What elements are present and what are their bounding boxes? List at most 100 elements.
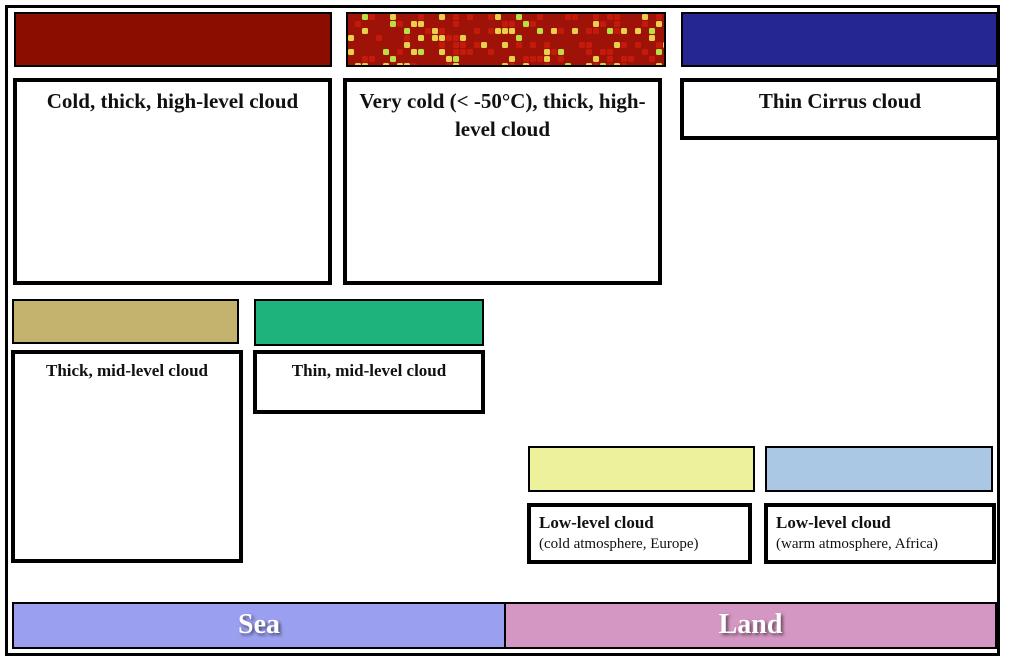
speckle-pixel [453,21,459,27]
speckle-pixel [579,42,585,48]
speckle-pixel [607,63,613,65]
surface-land: Land [504,602,997,649]
label-sea: Sea [238,609,280,640]
speckle-pixel [516,42,522,48]
speckle-pixel [362,63,368,65]
swatch-thin-mid [254,299,484,346]
speckle-pixel [474,42,480,48]
speckle-pixel [411,63,417,65]
speckle-pixel [642,21,648,27]
speckle-pixel [551,49,557,55]
speckle-pixel [572,14,578,20]
speckle-pixel [649,28,655,34]
speckle-pixel [418,49,424,55]
speckle-pixel [390,56,396,62]
speckle-pixel [607,49,613,55]
speckle-pixel [558,49,564,55]
speckle-pixel [355,21,361,27]
speckle-pixel [488,28,494,34]
speckle-pixel [593,28,599,34]
speckle-pixel [383,49,389,55]
speckle-pixel [551,28,557,34]
label-box-thin-cirrus: Thin Cirrus cloud [680,78,1000,140]
swatch-cold-thick-high [14,12,332,67]
speckle-pixel [635,42,641,48]
speckle-pixel [656,49,662,55]
speckle-pixel [376,35,382,41]
label-thick-mid: Thick, mid-level cloud [46,361,208,380]
swatch-thin-cirrus [681,12,998,67]
speckle-pixel [411,49,417,55]
speckle-pixel [453,63,459,65]
speckle-pixel [593,56,599,62]
speckle-pixel [362,28,368,34]
speckle-pixel [516,14,522,20]
speckle-pixel [439,49,445,55]
swatch-low-warm [765,446,993,492]
speckle-pixel [460,42,466,48]
speckle-pixel [453,35,459,41]
speckle-pixel [502,42,508,48]
label-thin-mid: Thin, mid-level cloud [291,361,447,380]
speckle-pixel [607,28,613,34]
speckle-pixel [600,63,606,65]
speckle-pixel [509,21,515,27]
label-box-low-warm: Low-level cloud (warm atmosphere, Africa… [764,503,996,564]
speckle-pixel [397,63,403,65]
label-cold-thick-high: Cold, thick, high-level cloud [46,89,299,113]
speckle-pixel [593,14,599,20]
speckle-pixel [446,35,452,41]
speckle-pixel [474,28,480,34]
speckle-pixel [600,49,606,55]
label-land: Land [718,609,783,640]
label-box-thin-mid: Thin, mid-level cloud [253,350,485,414]
speckle-pixel [348,35,354,41]
speckle-pixel [614,42,620,48]
speckle-pixel [565,63,571,65]
speckle-pixel [362,56,368,62]
label-thin-cirrus: Thin Cirrus cloud [758,89,922,113]
speckle-pixel [558,28,564,34]
speckle-pixel [397,21,403,27]
label-low-cold: Low-level cloud [539,513,654,532]
speckle-pixel [418,35,424,41]
speckle-pixel [621,28,627,34]
speckle-pixel [460,35,466,41]
speckle-pixel [495,14,501,20]
speckle-pixel [502,21,508,27]
speckle-pixel [425,28,431,34]
speckle-pixel [488,14,494,20]
speckle-pixel [656,14,662,20]
speckle-pixel [467,49,473,55]
speckle-pixel [509,56,515,62]
speckle-pixel [544,63,550,65]
speckle-pixel [649,35,655,41]
speckle-pixel [656,63,662,65]
speckle-pixel [586,42,592,48]
speckle-pixel [649,56,655,62]
label-box-very-cold-thick-high: Very cold (< -50°C), thick, high-level c… [343,78,662,285]
speckle-pixel [530,56,536,62]
surface-sea: Sea [12,602,506,649]
speckle-pixel [411,21,417,27]
speckle-pixel [607,14,613,20]
speckle-pixel [586,28,592,34]
speckle-pixel [432,28,438,34]
speckle-pixel [614,28,620,34]
label-box-thick-mid: Thick, mid-level cloud [11,350,243,563]
speckle-pixel [439,28,445,34]
speckle-pixel [656,21,662,27]
speckle-pixel [600,21,606,27]
speckle-pixel [663,42,664,48]
sublabel-low-cold: (cold atmosphere, Europe) [539,536,699,552]
swatch-very-cold-thick-high [346,12,666,67]
speckle-pixel [593,63,599,65]
speckle-pixel [614,63,620,65]
speckle-pixel [544,49,550,55]
label-low-warm: Low-level cloud [776,513,891,532]
speckle-pixel [537,56,543,62]
speckle-pixel [635,28,641,34]
speckle-pixel [509,28,515,34]
speckle-pixel [544,42,550,48]
speckle-pixel [656,42,662,48]
